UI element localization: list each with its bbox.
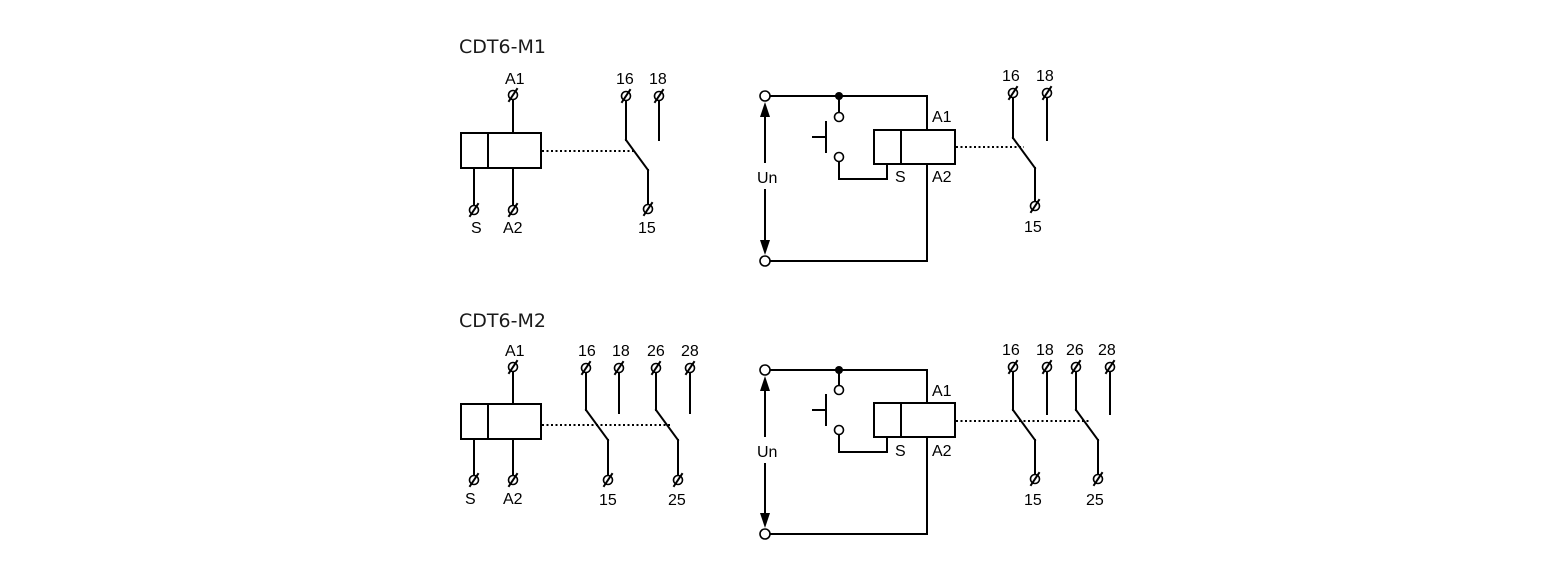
relay-schematic: A1 S A2 16 18 15 <box>460 71 667 237</box>
changeover-contact: 26 28 25 <box>1066 342 1116 509</box>
terminal-symbol <box>507 359 519 375</box>
relay-schematic: A1 S A2 16 18 15 <box>460 343 699 509</box>
terminal-label-a1: A1 <box>932 109 952 126</box>
supply-voltage-label: Un <box>757 444 777 461</box>
terminal-label-26: 26 <box>1066 342 1084 359</box>
supply-terminal <box>759 528 771 540</box>
voltage-arrow <box>760 102 770 255</box>
voltage-arrow <box>760 376 770 528</box>
terminal-symbol <box>468 472 480 488</box>
terminal-label-15: 15 <box>1024 492 1042 509</box>
terminal-symbol <box>602 472 614 488</box>
supply-terminal <box>759 255 771 267</box>
push-button-switch <box>812 384 845 436</box>
push-button-switch <box>812 111 845 163</box>
terminal-label-15: 15 <box>638 220 656 237</box>
terminal-symbol <box>1041 85 1053 101</box>
section-cdt6-m1: CDT6-M1 A1 S A2 <box>459 36 1054 267</box>
terminal-label-16: 16 <box>1002 68 1020 85</box>
section-title: CDT6-M2 <box>459 310 546 332</box>
terminal-label-28: 28 <box>681 343 699 360</box>
terminal-symbol <box>468 202 480 218</box>
section-title: CDT6-M1 <box>459 36 546 58</box>
terminal-symbol <box>1041 359 1053 375</box>
terminal-label-s: S <box>895 443 906 460</box>
terminal-symbol <box>672 472 684 488</box>
terminal-label-16: 16 <box>616 71 634 88</box>
changeover-contact: 26 28 25 <box>647 343 699 509</box>
terminal-symbol <box>580 360 592 376</box>
coil-symbol <box>460 132 542 169</box>
changeover-contact: 16 18 15 <box>1002 342 1054 509</box>
connection-diagram: Un A1 A2 S <box>757 342 1116 540</box>
changeover-contact: 16 18 15 <box>1002 68 1054 236</box>
terminal-label-a1: A1 <box>932 383 952 400</box>
coil-symbol <box>873 129 956 165</box>
terminal-label-18: 18 <box>1036 342 1054 359</box>
terminal-label-25: 25 <box>668 492 686 509</box>
terminal-symbol <box>1007 359 1019 375</box>
wire <box>838 161 888 180</box>
terminal-symbol <box>507 202 519 218</box>
coil-symbol <box>873 402 956 438</box>
section-cdt6-m2: CDT6-M2 A1 S A2 <box>459 310 1116 540</box>
terminal-label-15: 15 <box>1024 219 1042 236</box>
terminal-label-a1: A1 <box>505 343 525 360</box>
terminal-symbol <box>1029 198 1041 214</box>
terminal-symbol <box>684 360 696 376</box>
terminal-symbol <box>650 360 662 376</box>
terminal-symbol <box>1029 471 1041 487</box>
terminal-symbol <box>507 87 519 103</box>
terminal-symbol <box>507 472 519 488</box>
terminal-label-a2: A2 <box>932 169 952 186</box>
terminal-label-15: 15 <box>599 492 617 509</box>
terminal-label-a2: A2 <box>503 491 523 508</box>
terminal-label-s: S <box>895 169 906 186</box>
terminal-symbol <box>642 201 654 217</box>
terminal-label-26: 26 <box>647 343 665 360</box>
terminal-label-a1: A1 <box>505 71 525 88</box>
terminal-label-a2: A2 <box>503 220 523 237</box>
changeover-contact: 16 18 15 <box>616 71 667 237</box>
terminal-label-18: 18 <box>612 343 630 360</box>
supply-voltage-label: Un <box>757 170 777 187</box>
terminal-label-s: S <box>465 491 476 508</box>
terminal-label-16: 16 <box>1002 342 1020 359</box>
terminal-symbol <box>653 88 665 104</box>
connection-diagram: Un A1 A2 S <box>757 68 1054 267</box>
terminal-label-s: S <box>471 220 482 237</box>
terminal-symbol <box>1070 359 1082 375</box>
terminal-symbol <box>1092 471 1104 487</box>
terminal-symbol <box>620 88 632 104</box>
terminal-symbol <box>1007 85 1019 101</box>
terminal-label-18: 18 <box>649 71 667 88</box>
coil-symbol <box>460 403 542 440</box>
terminal-label-a2: A2 <box>932 443 952 460</box>
terminal-label-25: 25 <box>1086 492 1104 509</box>
terminal-label-18: 18 <box>1036 68 1054 85</box>
terminal-label-28: 28 <box>1098 342 1116 359</box>
terminal-symbol <box>613 360 625 376</box>
terminal-symbol <box>1104 359 1116 375</box>
supply-terminal <box>759 90 771 102</box>
changeover-contact: 16 18 15 <box>578 343 630 509</box>
terminal-label-16: 16 <box>578 343 596 360</box>
supply-terminal <box>759 364 771 376</box>
wire <box>838 434 888 453</box>
